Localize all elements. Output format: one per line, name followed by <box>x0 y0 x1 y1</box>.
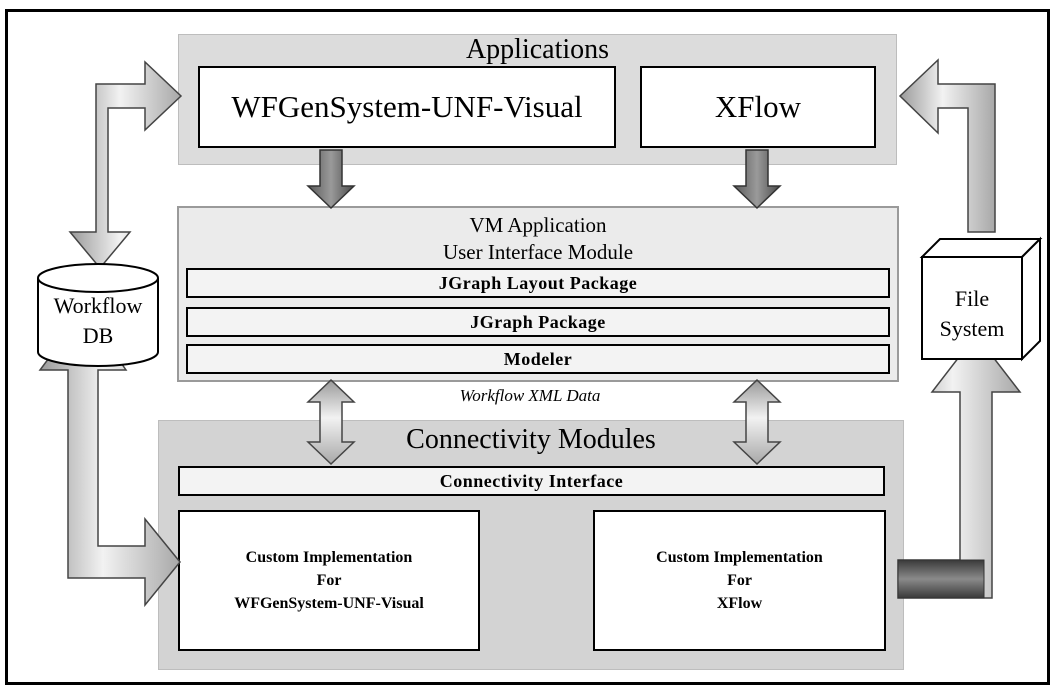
applications-title: Applications <box>465 34 610 65</box>
arrow-filesystem-to-applications <box>898 58 996 233</box>
arrow-wfgen-down <box>306 149 356 210</box>
file-system-cube <box>919 236 1043 362</box>
impl-box-wfgensystem: Custom Implementation For WFGenSystem-UN… <box>178 510 480 651</box>
workflow-xml-data-label: Workflow XML Data <box>459 386 601 405</box>
arrow-vm-connectivity-right <box>732 378 782 466</box>
workflow-db-label-line1: Workflow <box>53 293 143 318</box>
impl-right-line3: XFlow <box>716 595 763 613</box>
app-box-xflow: XFlow <box>640 66 876 148</box>
arrow-vm-connectivity-left <box>306 378 356 466</box>
impl-box-xflow: Custom Implementation For XFlow <box>593 510 886 651</box>
impl-left-line3: WFGenSystem-UNF-Visual <box>234 595 424 613</box>
layer-jgraph-layout-package: JGraph Layout Package <box>186 268 890 298</box>
arrow-dark-segment <box>897 559 985 599</box>
workflow-db-label: Workflow DB <box>38 291 158 350</box>
connectivity-interface-bar: Connectivity Interface <box>178 466 885 496</box>
file-system-label-line1: File <box>954 286 990 311</box>
file-system-label-line2: System <box>939 315 1005 341</box>
impl-left-line1: Custom Implementation <box>245 548 413 566</box>
layer-modeler: Modeler <box>186 344 890 374</box>
arrow-db-to-applications <box>68 60 183 270</box>
app-box-wfgensystem: WFGenSystem-UNF-Visual <box>198 66 616 148</box>
impl-right-line1: Custom Implementation <box>656 548 823 566</box>
layer-jgraph-package: JGraph Package <box>186 307 890 337</box>
connectivity-title: Connectivity Modules <box>406 424 656 455</box>
diagram-frame <box>5 9 1050 685</box>
arrow-db-to-connectivity <box>38 326 181 608</box>
arrow-connectivity-to-filesystem <box>897 333 1022 599</box>
workflow-db-label-line2: DB <box>82 322 114 348</box>
vm-title-line2: User Interface Module <box>442 240 634 264</box>
workflow-db-cylinder <box>37 263 159 367</box>
file-system-label: File System <box>922 284 1022 343</box>
vm-title-line1: VM Application <box>469 213 607 237</box>
arrow-xflow-down <box>732 149 782 210</box>
impl-right-line2: For <box>727 571 752 589</box>
impl-left-line2: For <box>316 571 342 589</box>
